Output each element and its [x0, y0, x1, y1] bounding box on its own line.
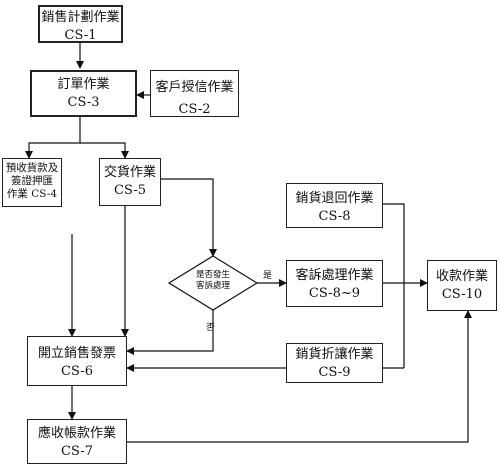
arrow-delivery-to-decision — [161, 178, 217, 257]
node-title: 訂單作業 — [57, 77, 110, 92]
node-invoice: 開立銷售發票 CS-6 — [27, 336, 127, 386]
arrow-order-to-delivery — [80, 142, 129, 159]
arrow-order-to-branch — [25, 117, 81, 159]
node-complaint: 客訴處理作業 CS-8~9 — [286, 260, 383, 307]
node-title: 銷貨退回作業 — [295, 191, 374, 206]
node-title: 交貨作業 — [103, 165, 156, 180]
node-code: CS-8 — [318, 208, 351, 224]
decision-diamond — [167, 255, 259, 311]
node-prepay: 預收貨款及 簽證押匯 作業 CS-4 — [2, 158, 62, 207]
arrow-receivable-to-collection — [127, 310, 472, 443]
node-credit: 客戶授信作業 CS-2 — [150, 70, 239, 117]
node-code: 作業 CS-4 — [6, 188, 58, 201]
node-code: CS-1 — [64, 27, 97, 43]
node-discount: 銷貨折讓作業 CS-9 — [286, 343, 383, 383]
node-code: CS-3 — [67, 94, 100, 110]
decision-text: 是否發生 客訴處理 — [183, 270, 243, 292]
node-subtitle: 簽證押匯 — [11, 175, 53, 188]
node-title: 銷售計劃作業 — [41, 10, 120, 25]
label-no: 否 — [206, 323, 216, 333]
node-code: CS-2 — [178, 101, 211, 117]
node-sales-plan: 銷售計劃作業 CS-1 — [38, 5, 123, 43]
node-code: CS-9 — [318, 364, 351, 380]
node-code: CS-6 — [61, 363, 93, 379]
node-code: CS-8~9 — [308, 285, 361, 301]
node-delivery: 交貨作業 CS-5 — [99, 158, 161, 206]
node-title: 開立銷售發票 — [37, 346, 116, 361]
node-collection: 收款作業 CS-10 — [427, 260, 497, 311]
node-order: 訂單作業 CS-3 — [30, 70, 137, 117]
node-title: 預收貨款及 — [5, 162, 59, 174]
node-title: 客戶授信作業 — [155, 80, 234, 95]
node-return: 銷貨退回作業 CS-8 — [286, 183, 383, 228]
node-title: 客訴處理作業 — [295, 268, 374, 283]
decision-line1: 是否發生 — [195, 270, 230, 280]
decision-line2: 客訴處理 — [195, 281, 230, 292]
arrow-decision-no — [126, 310, 214, 355]
node-receivable: 應收帳款作業 CS-7 — [27, 419, 127, 464]
label-yes: 是 — [263, 271, 273, 281]
node-title: 收款作業 — [435, 269, 488, 284]
node-title: 應收帳款作業 — [37, 426, 116, 441]
node-code: CS-5 — [114, 182, 146, 198]
node-title: 銷貨折讓作業 — [295, 347, 374, 362]
node-code: CS-10 — [441, 286, 483, 302]
connector-return — [383, 203, 405, 368]
node-code: CS-7 — [61, 443, 93, 459]
